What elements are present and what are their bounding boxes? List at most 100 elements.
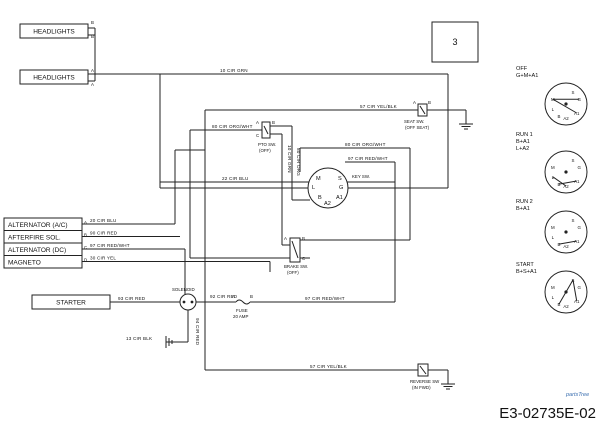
pto-switch-label: PTO SW. bbox=[258, 142, 276, 147]
terminal-label: D bbox=[84, 258, 87, 263]
seat-switch-state: (OFF SEAT) bbox=[405, 125, 430, 130]
key-dial-terminal: B bbox=[558, 114, 561, 119]
key-position-combo: G+M+A1 bbox=[516, 73, 538, 79]
page-number-box: 3 bbox=[431, 21, 479, 63]
wire-label: 10 CIR GRN bbox=[287, 145, 292, 173]
watermark: partsTree bbox=[565, 392, 589, 398]
pto-switch: A B C PTO SW. (OFF) bbox=[256, 120, 276, 153]
key-dial-hub bbox=[564, 170, 568, 174]
wire-label: 57 CIR YEL/BLK bbox=[310, 364, 348, 369]
terminal-label: B bbox=[91, 20, 94, 25]
wire-label: 80 CIR ORG/WHT bbox=[212, 124, 253, 129]
terminal-label: A bbox=[256, 120, 259, 125]
terminal-label: A bbox=[284, 236, 287, 241]
key-dial-contact bbox=[552, 176, 567, 187]
wire-label: 13 CIR BLK bbox=[126, 336, 153, 341]
terminal-label: A bbox=[84, 220, 87, 225]
key-dial-terminal: B bbox=[558, 302, 561, 307]
terminal-label: B bbox=[84, 233, 87, 238]
wire-label: 57 CIR YEL/BLK bbox=[360, 104, 398, 109]
key-dial-contact bbox=[552, 98, 577, 114]
key-switch-label: KEY SW. bbox=[352, 174, 370, 179]
terminal-label: A bbox=[91, 68, 94, 73]
key-position-name: RUN 1 bbox=[516, 132, 533, 138]
terminal-label: B bbox=[250, 294, 253, 299]
key-dial-terminal: A2 bbox=[563, 116, 569, 121]
key-dial-hub bbox=[564, 230, 568, 234]
diagram-code: E3-02735E-02 bbox=[499, 405, 596, 422]
wire-label: 20 CIR BLU bbox=[90, 218, 117, 223]
key-terminal: M bbox=[316, 176, 321, 182]
brake-switch-state: (OFF) bbox=[287, 270, 299, 275]
key-dial-terminal: L bbox=[552, 295, 555, 300]
key-position-combo: B+A1 bbox=[516, 139, 530, 145]
wire-label: 10 CIR GRN bbox=[220, 68, 248, 73]
key-dial-terminal: S bbox=[572, 158, 575, 163]
key-dial-terminal: A1 bbox=[574, 179, 580, 184]
key-terminal: L bbox=[312, 185, 315, 191]
key-terminal: S bbox=[338, 176, 342, 182]
key-terminal: G bbox=[339, 185, 343, 191]
key-position-name: OFF bbox=[516, 66, 528, 72]
key-dial-hub bbox=[564, 102, 568, 106]
key-dial-terminal: B bbox=[558, 182, 561, 187]
terminal-label: B bbox=[272, 120, 275, 125]
key-dial-terminal: G bbox=[577, 97, 581, 102]
headlights-1-label: HEADLIGHTS bbox=[33, 29, 75, 36]
key-dial-terminal: G bbox=[577, 225, 581, 230]
harness-connector-box: ALTERNATOR (A/C) AFTERFIRE SOL. ALTERNAT… bbox=[3, 217, 87, 269]
terminal-label: C bbox=[84, 245, 87, 250]
wire-label: 97 CIR RED/WHT bbox=[305, 296, 345, 301]
solenoid-label: SOLENOID bbox=[172, 287, 195, 292]
headlights-2-label: HEADLIGHTS bbox=[33, 75, 75, 82]
key-dial-terminal: B bbox=[558, 242, 561, 247]
wire-label: 94 CIR RED bbox=[195, 318, 200, 346]
wire-label: 80 CIR ORG bbox=[296, 148, 301, 176]
terminal-label: A bbox=[413, 100, 416, 105]
solenoid: SOLENOID bbox=[172, 287, 197, 311]
terminal-label: C bbox=[256, 133, 259, 138]
key-dial-terminal: M bbox=[551, 285, 555, 290]
key-position-combo: B+S+A1 bbox=[516, 269, 537, 275]
terminal-label: B bbox=[91, 34, 94, 39]
key-position-combo: B+A1 bbox=[516, 206, 530, 212]
key-dial-terminal: M bbox=[551, 165, 555, 170]
key-position-name: RUN 2 bbox=[516, 199, 533, 205]
key-dial-terminal: S bbox=[572, 90, 575, 95]
alternator-dc-label: ALTERNATOR (DC) bbox=[8, 247, 66, 254]
afterfire-sol-label: AFTERFIRE SOL. bbox=[8, 235, 61, 242]
brake-switch: A B C BRAKE SW. (OFF) bbox=[284, 236, 308, 275]
key-dial-terminal: A1 bbox=[574, 239, 580, 244]
wire-label: 92 CIR RED bbox=[210, 294, 238, 299]
wire-label: 90 CIR RED bbox=[90, 231, 118, 236]
starter-box: STARTER bbox=[31, 294, 111, 310]
key-dial-terminal: A1 bbox=[574, 111, 580, 116]
key-dial-terminal: A2 bbox=[563, 244, 569, 249]
key-dial-terminal: L bbox=[552, 235, 555, 240]
reverse-switch: REVERSE SW (IN FWD) bbox=[410, 363, 440, 390]
headlights-1-box: HEADLIGHTS B B bbox=[19, 20, 94, 39]
key-switch: M L G S A1 B A2 KEY SW. bbox=[307, 167, 370, 209]
key-position-legend: OFF G+M+A1 RUN 1 B+A1 L+A2 RUN 2 B+A1 ST… bbox=[516, 66, 538, 275]
fuse-label: FUSE bbox=[236, 308, 248, 313]
brake-switch-label: BRAKE SW. bbox=[284, 264, 308, 269]
key-position-combo: L+A2 bbox=[516, 146, 529, 152]
seat-switch: A B SEAT SW. (OFF SEAT) bbox=[404, 100, 431, 130]
reverse-switch-label: REVERSE SW bbox=[410, 379, 440, 384]
terminal-label: B bbox=[302, 236, 305, 241]
key-dial-contact bbox=[572, 279, 578, 302]
seat-switch-label: SEAT SW. bbox=[404, 119, 424, 124]
key-terminal: A1 bbox=[336, 195, 343, 201]
key-dial-hub bbox=[564, 290, 568, 294]
key-dial-terminal: A2 bbox=[563, 304, 569, 309]
key-dial-terminal: A1 bbox=[574, 299, 580, 304]
terminal-label: C bbox=[302, 256, 305, 261]
terminal-label: A bbox=[91, 82, 94, 87]
wire-label: 22 CIR BLU bbox=[222, 176, 249, 181]
key-dial-contact bbox=[558, 240, 577, 245]
